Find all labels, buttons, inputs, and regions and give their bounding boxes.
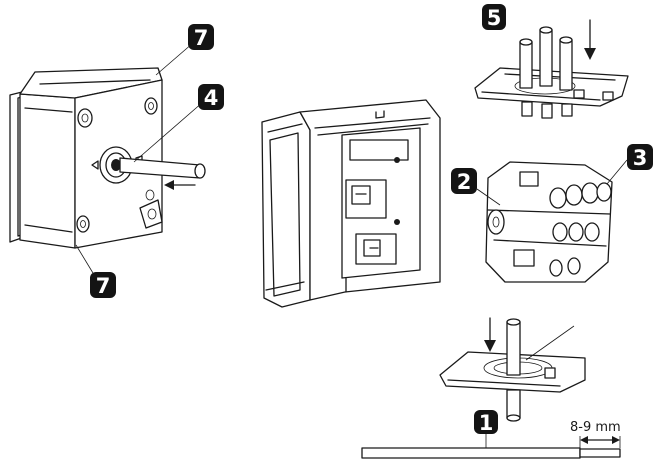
mounting-boss <box>76 215 90 233</box>
cover-plate-assembly <box>474 19 629 119</box>
junction-box <box>9 42 206 279</box>
stripped-wire: 8-9 mm <box>361 420 621 459</box>
strip-length-dimension: 8-9 mm <box>570 420 621 448</box>
svg-text:1: 1 <box>479 411 494 435</box>
callout-3: 3 <box>627 144 653 170</box>
insulating-tube <box>506 318 521 422</box>
mounting-frame <box>261 99 441 308</box>
svg-text:5: 5 <box>487 6 502 30</box>
svg-text:7: 7 <box>194 26 209 50</box>
insulating-tube <box>559 36 573 91</box>
svg-text:2: 2 <box>457 170 472 194</box>
svg-text:4: 4 <box>204 86 219 110</box>
svg-text:3: 3 <box>633 146 648 170</box>
callout-1: 1 <box>474 410 498 435</box>
terminal-block <box>355 233 397 265</box>
callout-7-top: 7 <box>188 24 214 50</box>
cable-tube <box>119 157 206 179</box>
terminal-screws <box>549 182 612 277</box>
callout-7-bottom: 7 <box>90 272 116 298</box>
insulating-tube <box>539 26 553 87</box>
mounting-boss <box>139 199 163 229</box>
callout-4: 4 <box>198 84 224 110</box>
callout-5: 5 <box>482 4 506 30</box>
insert-arrow <box>164 180 196 190</box>
callout-2: 2 <box>451 168 477 194</box>
lower-plate-assembly <box>439 317 586 422</box>
mounting-boss <box>77 108 93 128</box>
svg-text:7: 7 <box>96 274 111 298</box>
terminal-block <box>345 157 400 225</box>
mounting-boss <box>144 97 158 115</box>
press-down-arrow <box>484 317 496 352</box>
strip-length-label: 8-9 mm <box>570 420 621 435</box>
press-down-arrow <box>584 19 596 60</box>
socket-mechanism <box>476 159 628 283</box>
insulating-tube <box>519 38 533 89</box>
